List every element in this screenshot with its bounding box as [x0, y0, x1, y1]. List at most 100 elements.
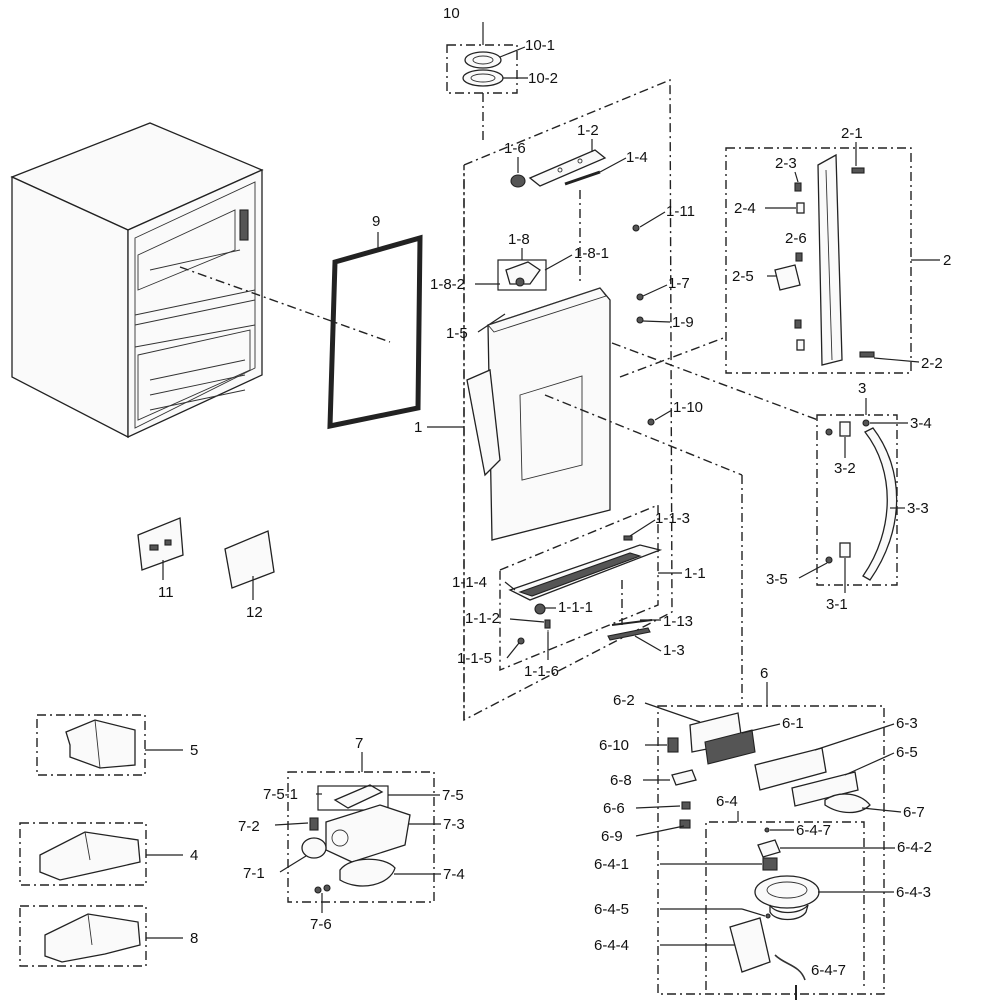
bracket-part-2-6	[795, 252, 803, 262]
cover-part-1-1-3	[623, 535, 633, 541]
label-1-1-4: 1-1-4	[452, 574, 487, 591]
label-3-4: 3-4	[910, 415, 932, 432]
label-6-1: 6-1	[782, 715, 804, 732]
label-10-1: 10-1	[525, 37, 555, 54]
label-1-1-6: 1-1-6	[524, 663, 559, 680]
label-2-1: 2-1	[841, 125, 863, 142]
label-3-3: 3-3	[907, 500, 929, 517]
clip-part-7-2	[309, 817, 319, 831]
label-2-4: 2-4	[734, 200, 756, 217]
label-6-6: 6-6	[603, 800, 625, 817]
label-6-4-2: 6-4-2	[897, 839, 932, 856]
refrigerator-cabinet-drawing	[10, 122, 264, 439]
label-6-4-7-top: 6-4-7	[796, 822, 831, 839]
hinge-pin-part-1-6	[510, 174, 526, 188]
bracket-part-2-3	[794, 182, 802, 192]
flap-part-6-4-4	[729, 917, 771, 973]
label-10: 10	[443, 5, 460, 22]
motor-part-7-1	[301, 837, 327, 859]
actuator-part-1-1-2	[544, 619, 551, 629]
cover-part-12	[224, 530, 275, 589]
label-8: 8	[190, 930, 198, 947]
label-6-4: 6-4	[716, 793, 738, 810]
clip-part-6-9	[679, 819, 691, 829]
label-7-6: 7-6	[310, 916, 332, 933]
label-2-6: 2-6	[785, 230, 807, 247]
label-6-4-5: 6-4-5	[594, 901, 629, 918]
housing-part-7-4	[339, 858, 396, 887]
cap-part-10-1	[464, 51, 502, 69]
screw-part-3-4	[862, 419, 870, 427]
screw-part-6-4-5	[765, 913, 771, 919]
label-9: 9	[372, 213, 380, 230]
hinge-plate-part-1-2	[528, 149, 607, 187]
bolt-part-1-4	[564, 170, 601, 186]
door-frame-part-2	[817, 153, 843, 366]
strip-part-1-3	[607, 627, 651, 641]
label-7-3: 7-3	[443, 816, 465, 833]
wire-part-6-4-7	[774, 954, 806, 1000]
label-6-4-4: 6-4-4	[594, 937, 629, 954]
label-3-2: 3-2	[834, 460, 856, 477]
label-6-7: 6-7	[903, 804, 925, 821]
label-3-5: 3-5	[766, 571, 788, 588]
screw-part-1-11	[632, 224, 640, 232]
screw-part-1-7	[636, 293, 644, 301]
label-7: 7	[355, 735, 363, 752]
bracket-part-3-2	[839, 421, 851, 437]
cap-part-2-1	[851, 167, 865, 174]
duct-part-6-4-3	[754, 875, 820, 921]
label-1-8-2: 1-8-2	[430, 276, 465, 293]
label-7-5-1: 7-5-1	[263, 786, 298, 803]
label-1-8-1: 1-8-1	[574, 245, 609, 262]
screw-part-1-1-5	[517, 637, 525, 645]
label-1-13: 1-13	[663, 613, 693, 630]
cap-part-10-2	[462, 69, 504, 87]
label-2-5: 2-5	[732, 268, 754, 285]
screws-part-7-6	[314, 884, 331, 894]
cover-part-11	[137, 517, 184, 571]
label-2-2: 2-2	[921, 355, 943, 372]
label-3: 3	[858, 380, 866, 397]
panel-part-6-5	[791, 771, 859, 807]
label-5: 5	[190, 742, 198, 759]
bracket-lower-part-2	[794, 319, 805, 351]
label-12: 12	[246, 604, 263, 621]
motor-housing-part-7-3	[325, 804, 411, 863]
label-6-4-7-bottom: 6-4-7	[811, 962, 846, 979]
label-1-5: 1-5	[446, 325, 468, 342]
label-4: 4	[190, 847, 198, 864]
label-1-1-1: 1-1-1	[558, 599, 593, 616]
cover-part-6-7	[824, 793, 871, 814]
door-panel-part-1	[466, 287, 611, 541]
label-1-6: 1-6	[504, 140, 526, 157]
label-1-3: 1-3	[663, 642, 685, 659]
switch-part-1-1-1	[534, 603, 546, 615]
part-6-4-2	[757, 839, 781, 858]
label-3-1: 3-1	[826, 596, 848, 613]
cap-part-2-4	[796, 202, 805, 214]
bin-part-4	[39, 831, 141, 881]
label-1-2: 1-2	[577, 122, 599, 139]
label-1-1: 1-1	[684, 565, 706, 582]
handle-part-3-3	[862, 427, 898, 581]
label-1: 1	[414, 419, 422, 436]
label-1-4: 1-4	[626, 149, 648, 166]
screws-part-3	[825, 428, 833, 564]
label-6: 6	[760, 665, 768, 682]
label-2: 2	[943, 252, 951, 269]
hinge-part-1-8	[505, 261, 541, 287]
connector-part-6-10	[667, 737, 679, 753]
board-part-6-1	[704, 729, 756, 765]
label-6-3: 6-3	[896, 715, 918, 732]
label-11: 11	[158, 584, 174, 601]
label-1-7: 1-7	[668, 275, 690, 292]
label-7-5: 7-5	[442, 787, 464, 804]
label-6-4-1: 6-4-1	[594, 856, 629, 873]
door-gasket-part-9	[327, 234, 423, 430]
panel-part-6-3	[754, 747, 827, 791]
label-1-9: 1-9	[672, 314, 694, 331]
label-1-8: 1-8	[508, 231, 530, 248]
label-10-2: 10-2	[528, 70, 558, 87]
